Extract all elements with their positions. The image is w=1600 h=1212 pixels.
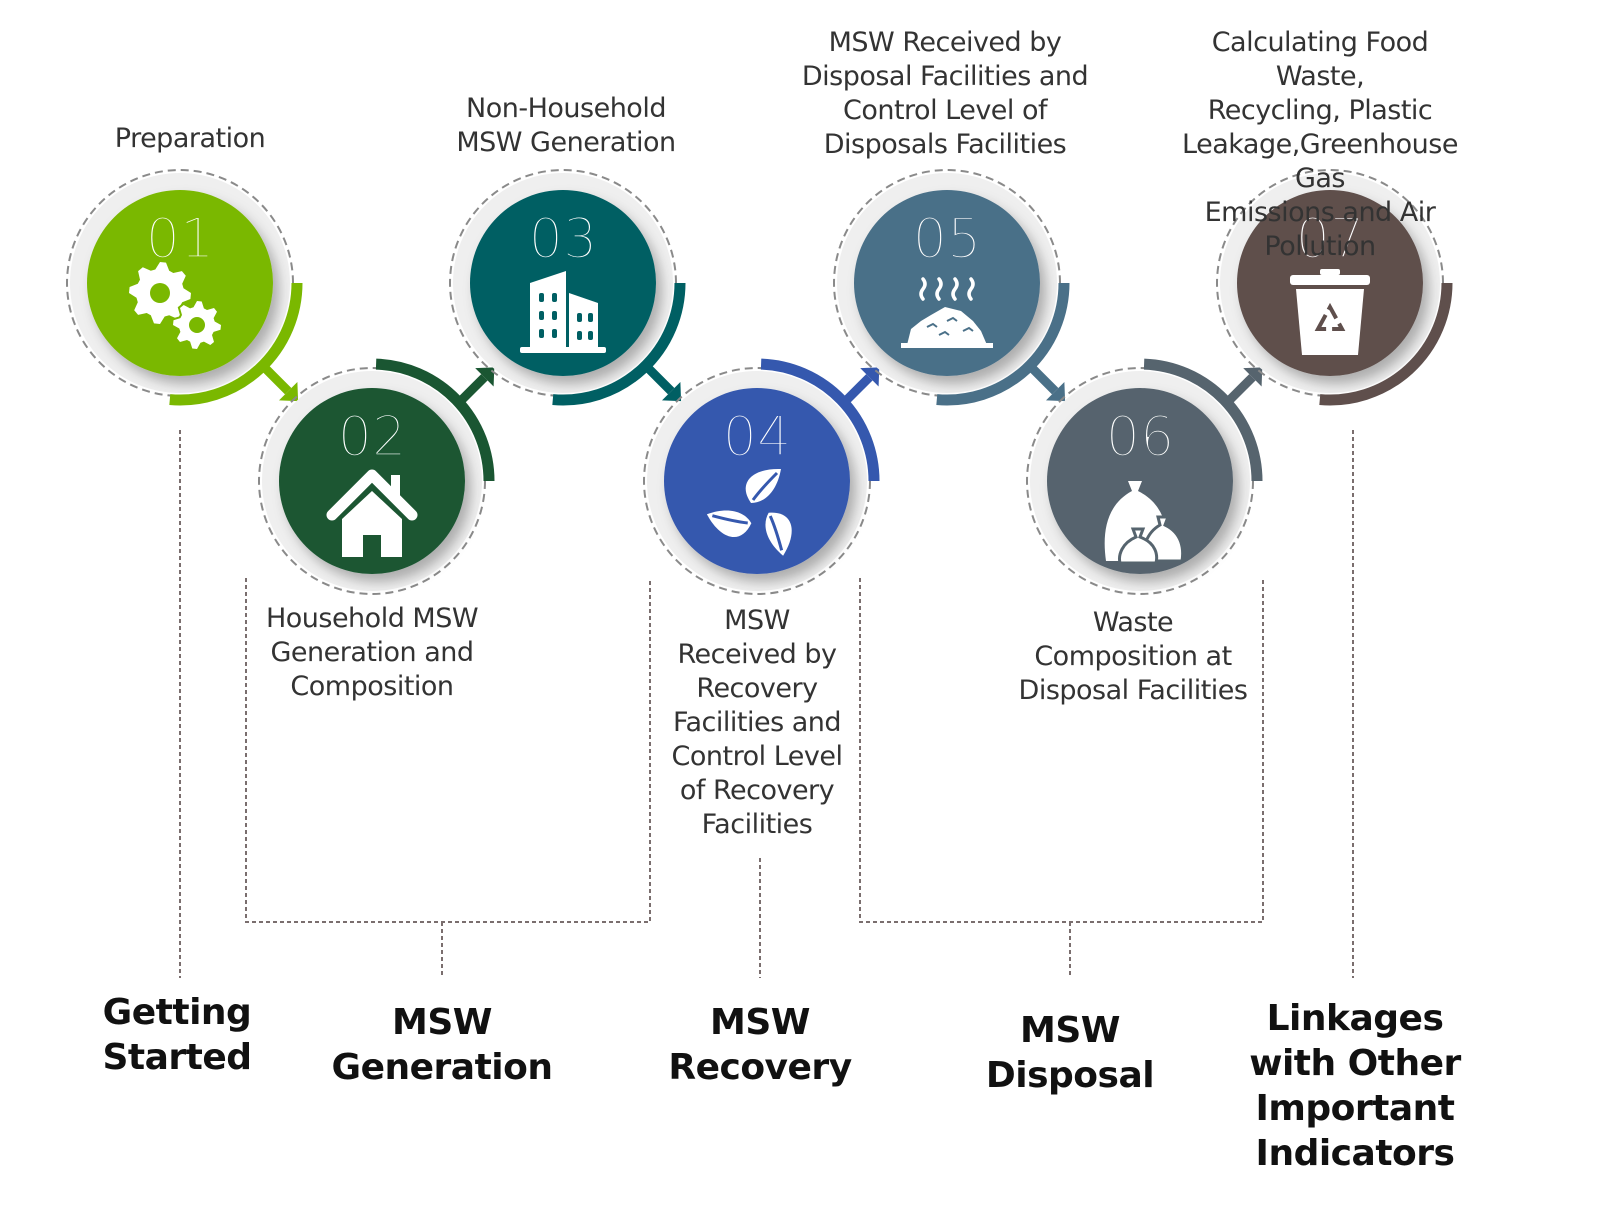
lid-handle <box>1320 269 1340 275</box>
window <box>577 313 582 322</box>
house-icon <box>326 469 418 557</box>
gears-icon <box>129 262 224 352</box>
window <box>539 293 544 302</box>
recycle-leaves-icon <box>706 468 792 556</box>
window <box>577 331 582 340</box>
chimney <box>391 475 400 497</box>
step-07: 07 <box>1216 169 1453 406</box>
step-number: 02 <box>338 405 407 468</box>
step-03-label: Non-Household MSW Generation <box>456 93 676 158</box>
debris <box>962 326 974 332</box>
step-05: 05 <box>833 169 1070 406</box>
arrow-shaft <box>455 374 488 406</box>
roof <box>326 469 418 521</box>
progress-arc <box>1319 282 1453 406</box>
step-02-label: Household MSW Generation and Composition <box>265 603 479 702</box>
window <box>588 331 593 340</box>
category-linkages: Linkages with Other Important Indicators <box>1249 998 1461 1174</box>
step-04-label: MSW Received by Recovery Facilities and … <box>671 605 843 840</box>
arrow-shaft <box>642 362 675 395</box>
category-msw-disposal: MSW Disposal <box>985 1010 1155 1096</box>
debris <box>926 322 938 328</box>
window <box>552 311 557 320</box>
arrow-shaft <box>840 374 873 406</box>
building-icon <box>520 271 606 353</box>
step-number: 04 <box>723 405 792 468</box>
building-base <box>520 347 606 353</box>
arrow-head-icon <box>1243 367 1263 387</box>
recycle-triangle <box>1314 302 1346 331</box>
lid <box>1290 275 1370 285</box>
progress-arc <box>169 282 303 406</box>
step-number: 03 <box>529 207 598 270</box>
leaf-vein <box>711 514 748 525</box>
arrow-head-icon <box>1045 381 1066 402</box>
arrow-shaft <box>259 362 292 395</box>
category-msw-recovery: MSW Recovery <box>668 1002 852 1088</box>
category-msw-generation: MSW Generation <box>331 1002 553 1088</box>
progress-arc <box>552 282 686 406</box>
bracket-connectors <box>179 430 1354 978</box>
step-number: 07 <box>1296 207 1365 270</box>
arrow-head-icon <box>661 381 682 402</box>
bracket-disposal <box>859 578 1264 923</box>
fume <box>935 277 943 301</box>
recycle-symbol <box>1314 302 1346 331</box>
step-01: 01 <box>66 169 303 406</box>
step-01-label: Preparation <box>114 123 266 154</box>
step-number: 01 <box>146 207 215 270</box>
bin-body <box>1296 289 1364 355</box>
arrow-head-icon <box>860 367 880 387</box>
leaf-arrow <box>765 512 792 556</box>
arrow-head-icon <box>278 381 299 402</box>
fume <box>967 277 975 301</box>
bag-small <box>1118 527 1159 565</box>
debris <box>938 330 950 336</box>
step-07-label: Calculating Food Waste, Recycling, Plast… <box>1182 27 1458 262</box>
fume <box>919 277 927 301</box>
step-05-label: MSW Received by Disposal Facilities and … <box>801 27 1089 160</box>
step-04: 04 <box>643 358 880 595</box>
bracket-generation <box>245 578 651 923</box>
ground-line <box>901 343 993 348</box>
step-circle <box>854 190 1040 376</box>
step-03: 03 <box>449 169 686 406</box>
landfill-pile-icon <box>901 277 993 348</box>
fume <box>951 277 959 301</box>
house-body <box>342 491 402 557</box>
arrow-head-icon <box>475 367 495 387</box>
window <box>588 313 593 322</box>
garbage-bags-icon <box>1104 481 1185 565</box>
tower-tall <box>530 271 566 349</box>
leaf-arrow <box>706 510 752 537</box>
leaf-vein <box>751 471 779 501</box>
window <box>539 329 544 338</box>
leaf-arrow <box>745 468 781 503</box>
arrow-shaft <box>1026 362 1059 395</box>
window <box>552 329 557 338</box>
gear-large-hole <box>150 283 170 303</box>
window <box>539 311 544 320</box>
step-number: 06 <box>1106 405 1175 468</box>
step-06: 06 <box>1026 358 1263 595</box>
arrow-shaft <box>1223 374 1256 406</box>
recycle-bin-icon <box>1290 269 1370 355</box>
step-06-label: Waste Composition at Disposal Facilities <box>1018 607 1248 706</box>
leaf-vein <box>768 515 784 551</box>
category-getting-started: Getting Started <box>102 992 252 1078</box>
step-02: 02 <box>258 358 495 595</box>
window <box>552 293 557 302</box>
progress-arc <box>936 282 1070 406</box>
gear-small-hole <box>189 317 205 333</box>
step-number: 05 <box>913 207 982 270</box>
debris <box>946 316 958 322</box>
steps-group: 01 02 03 04 05 06 07 <box>66 169 1453 595</box>
garbage-pile <box>907 307 987 345</box>
